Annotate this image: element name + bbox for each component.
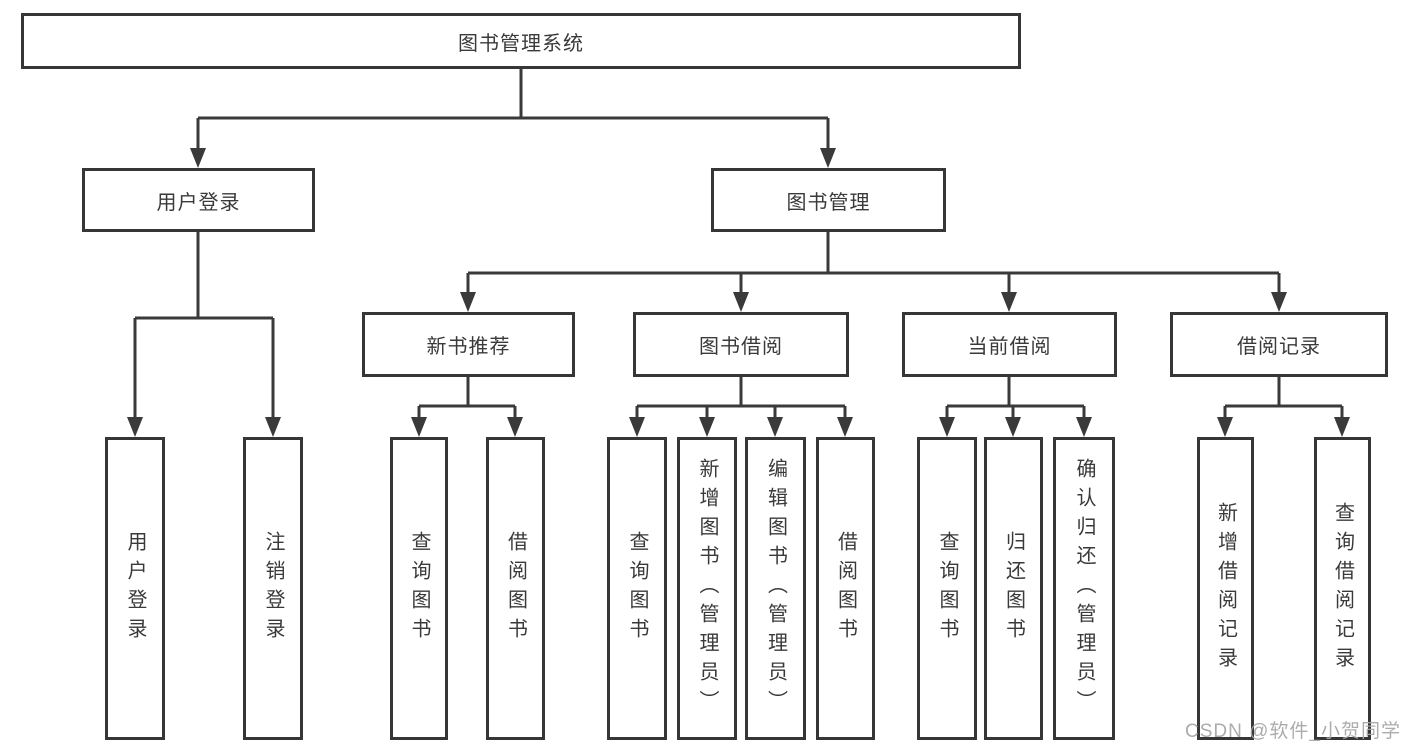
- connector-user-login-to-leaves: [133, 232, 275, 419]
- leaf-confirm-return-label: 确认归还（管理员）: [1073, 458, 1095, 719]
- leaf-query-books-current: 查询图书: [917, 437, 977, 740]
- leaf-query-books-rec: 查询图书: [390, 437, 448, 740]
- arrowhead: [1005, 417, 1021, 437]
- connector-borrow-record-to-leaves: [1223, 377, 1344, 419]
- leaf-add-books-label: 新增图书（管理员）: [696, 458, 718, 719]
- leaf-edit-books-label: 编辑图书（管理员）: [764, 458, 787, 719]
- connector-current-borrow-to-leaves: [945, 377, 1086, 419]
- leaf-query-books-current-label: 查询图书: [936, 530, 958, 647]
- node-borrow-record-label: 借阅记录: [1237, 336, 1321, 358]
- leaf-edit-books: 编辑图书（管理员）: [745, 437, 806, 740]
- node-user-login-label: 用户登录: [156, 191, 241, 214]
- arrowhead: [629, 417, 645, 437]
- arrowhead: [939, 417, 955, 437]
- leaf-borrow-books-label: 借阅图书: [834, 530, 857, 647]
- arrowhead: [820, 148, 836, 168]
- node-book-borrow-label: 图书借阅: [699, 336, 783, 358]
- node-current-borrow-label: 当前借阅: [967, 336, 1052, 358]
- connector-root-to-level2: [196, 69, 830, 150]
- leaf-return-books-label: 归还图书: [1002, 530, 1025, 647]
- node-user-login: 用户登录: [82, 168, 315, 232]
- node-book-mgmt: 图书管理: [711, 168, 946, 232]
- leaf-borrow-books: 借阅图书: [816, 437, 875, 740]
- arrowhead: [507, 417, 523, 437]
- arrowhead: [1271, 292, 1287, 312]
- leaf-confirm-return: 确认归还（管理员）: [1053, 437, 1115, 740]
- leaf-logout-label: 注销登录: [262, 530, 284, 647]
- node-current-borrow: 当前借阅: [902, 312, 1117, 377]
- leaf-user-login-label: 用户登录: [124, 530, 146, 647]
- node-book-mgmt-label: 图书管理: [786, 191, 871, 214]
- leaf-return-books: 归还图书: [984, 437, 1043, 740]
- leaf-logout: 注销登录: [243, 437, 303, 740]
- connector-book-borrow-to-leaves: [635, 377, 847, 419]
- leaf-borrow-books-rec: 借阅图书: [486, 437, 545, 740]
- arrowhead: [767, 417, 783, 437]
- leaf-query-books-rec-label: 查询图书: [408, 530, 430, 647]
- connector-new-book-rec-to-leaves: [417, 377, 517, 419]
- arrowhead: [733, 292, 749, 312]
- arrowhead: [1334, 417, 1350, 437]
- arrowhead: [1217, 417, 1233, 437]
- csdn-watermark: CSDN @软件_小贺同学: [1185, 721, 1401, 742]
- node-book-borrow: 图书借阅: [633, 312, 849, 377]
- node-new-book-rec-label: 新书推荐: [426, 336, 511, 358]
- arrowhead: [460, 292, 476, 312]
- arrowhead: [699, 417, 715, 437]
- leaf-query-books-borrow: 查询图书: [607, 437, 667, 740]
- connector-book-mgmt-to-level3: [466, 232, 1281, 294]
- arrowhead: [837, 417, 853, 437]
- leaf-add-borrow-record-label: 新增借阅记录: [1214, 501, 1237, 676]
- arrowhead: [1076, 417, 1092, 437]
- arrowhead: [190, 148, 206, 168]
- arrowhead: [1001, 292, 1017, 312]
- node-root-label: 图书管理系统: [458, 32, 584, 55]
- node-new-book-rec: 新书推荐: [362, 312, 575, 377]
- arrowhead: [411, 417, 427, 437]
- leaf-add-borrow-record: 新增借阅记录: [1197, 437, 1254, 740]
- leaf-query-borrow-record: 查询借阅记录: [1314, 437, 1371, 740]
- arrowhead: [127, 417, 143, 437]
- leaf-query-books-borrow-label: 查询图书: [626, 530, 648, 647]
- node-borrow-record: 借阅记录: [1170, 312, 1388, 377]
- arrowheads: [127, 148, 1350, 437]
- leaf-query-borrow-record-label: 查询借阅记录: [1331, 501, 1354, 676]
- leaf-add-books: 新增图书（管理员）: [677, 437, 737, 740]
- arrowhead: [265, 417, 281, 437]
- leaf-borrow-books-rec-label: 借阅图书: [504, 530, 527, 647]
- leaf-user-login: 用户登录: [105, 437, 165, 740]
- node-root: 图书管理系统: [21, 13, 1021, 69]
